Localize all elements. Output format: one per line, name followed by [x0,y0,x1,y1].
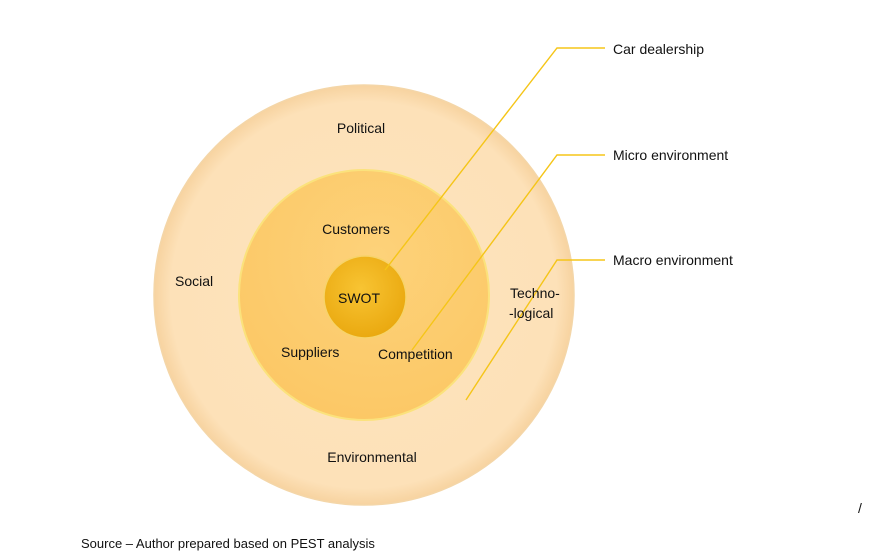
suppliers-label: Suppliers [281,344,340,360]
technological-label-line2: -logical [509,305,554,321]
technological-label-line1: Techno- [510,285,560,301]
competition-label: Competition [378,346,453,362]
customers-label: Customers [322,221,390,237]
stray-slash-mark: / [858,500,862,516]
social-label: Social [175,273,214,289]
political-label: Political [336,120,386,136]
source-caption: Source – Author prepared based on PEST a… [81,536,375,551]
environmental-label: Environmental [327,449,417,465]
swot-core [323,255,407,339]
micro-environment-callout: Micro environment [613,147,729,163]
macro-environment-callout: Macro environment [613,252,733,268]
macro-environment-leader-line [465,259,605,401]
micro-environment-leader-line [411,154,605,351]
car-dealership-leader-line [384,47,605,271]
swot-label: SWOT [338,290,380,306]
car-dealership-callout: Car dealership [613,41,705,57]
